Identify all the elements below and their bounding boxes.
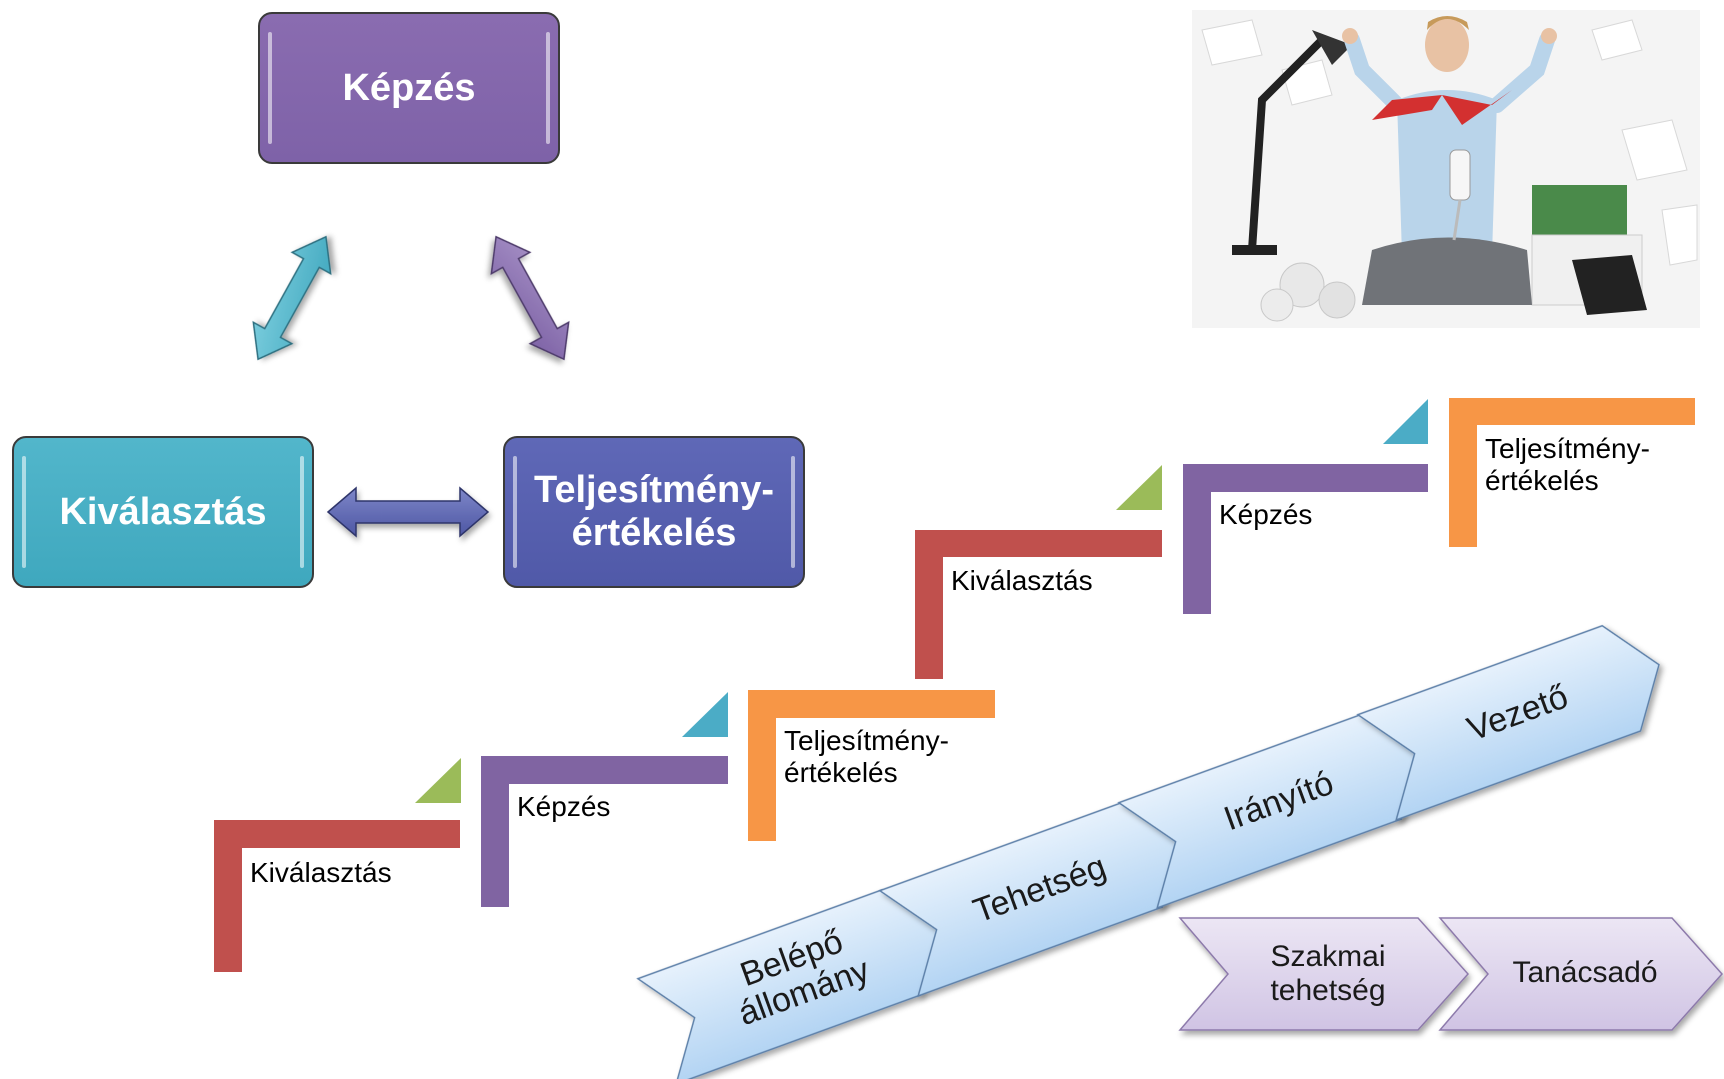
stair-step-2: [481, 756, 728, 907]
photo-illustration: [1192, 10, 1700, 328]
staircase: [214, 398, 1695, 972]
chevron-advisor: [1438, 917, 1724, 1031]
chevron-specialist-talent-label: Szakmai tehetség: [1270, 940, 1386, 1007]
specialist-path: [1178, 917, 1724, 1031]
stair-step-6: [1449, 398, 1695, 547]
stair-label-1: Kiválasztás: [250, 857, 392, 888]
stair-label-4: Kiválasztás: [951, 565, 1093, 596]
stair-label-5: Képzés: [1219, 499, 1313, 530]
cycle-box-selection-label: Kiválasztás: [59, 490, 267, 533]
stair-label-2: Képzés: [517, 791, 611, 822]
stair-step-3: [748, 690, 995, 841]
cycle-box-training: Képzés: [258, 12, 560, 164]
double-arrow-right-diagonal: [490, 235, 570, 361]
meditating-office-woman-photo: [1192, 10, 1700, 328]
chevron-advisor-label: Tanácsadó: [1512, 956, 1658, 989]
chevron-leader: [1356, 624, 1660, 822]
stair-step-5: [1183, 464, 1428, 614]
stair-step-1: [214, 820, 460, 972]
teal-triangle-marker-1: [682, 692, 728, 737]
teal-triangle-marker-2: [1383, 399, 1428, 444]
chevron-specialist-talent: [1178, 917, 1470, 1031]
cycle-box-training-label: Képzés: [342, 66, 476, 109]
cycle-box-evaluation-label: Teljesítmény- értékelés: [533, 469, 775, 554]
green-triangle-marker-2: [1116, 465, 1162, 510]
cycle-box-evaluation: Teljesítmény- értékelés: [503, 436, 805, 588]
double-arrow-left-diagonal: [252, 235, 332, 361]
stair-label-3: Teljesítmény- értékelés: [784, 725, 949, 789]
green-triangle-marker-1: [415, 758, 461, 803]
cycle-box-selection: Kiválasztás: [12, 436, 314, 588]
stair-step-4: [915, 530, 1162, 679]
career-path: [636, 624, 1660, 1079]
double-arrow-horizontal: [326, 486, 490, 538]
stair-label-6: Teljesítmény- értékelés: [1485, 433, 1650, 497]
